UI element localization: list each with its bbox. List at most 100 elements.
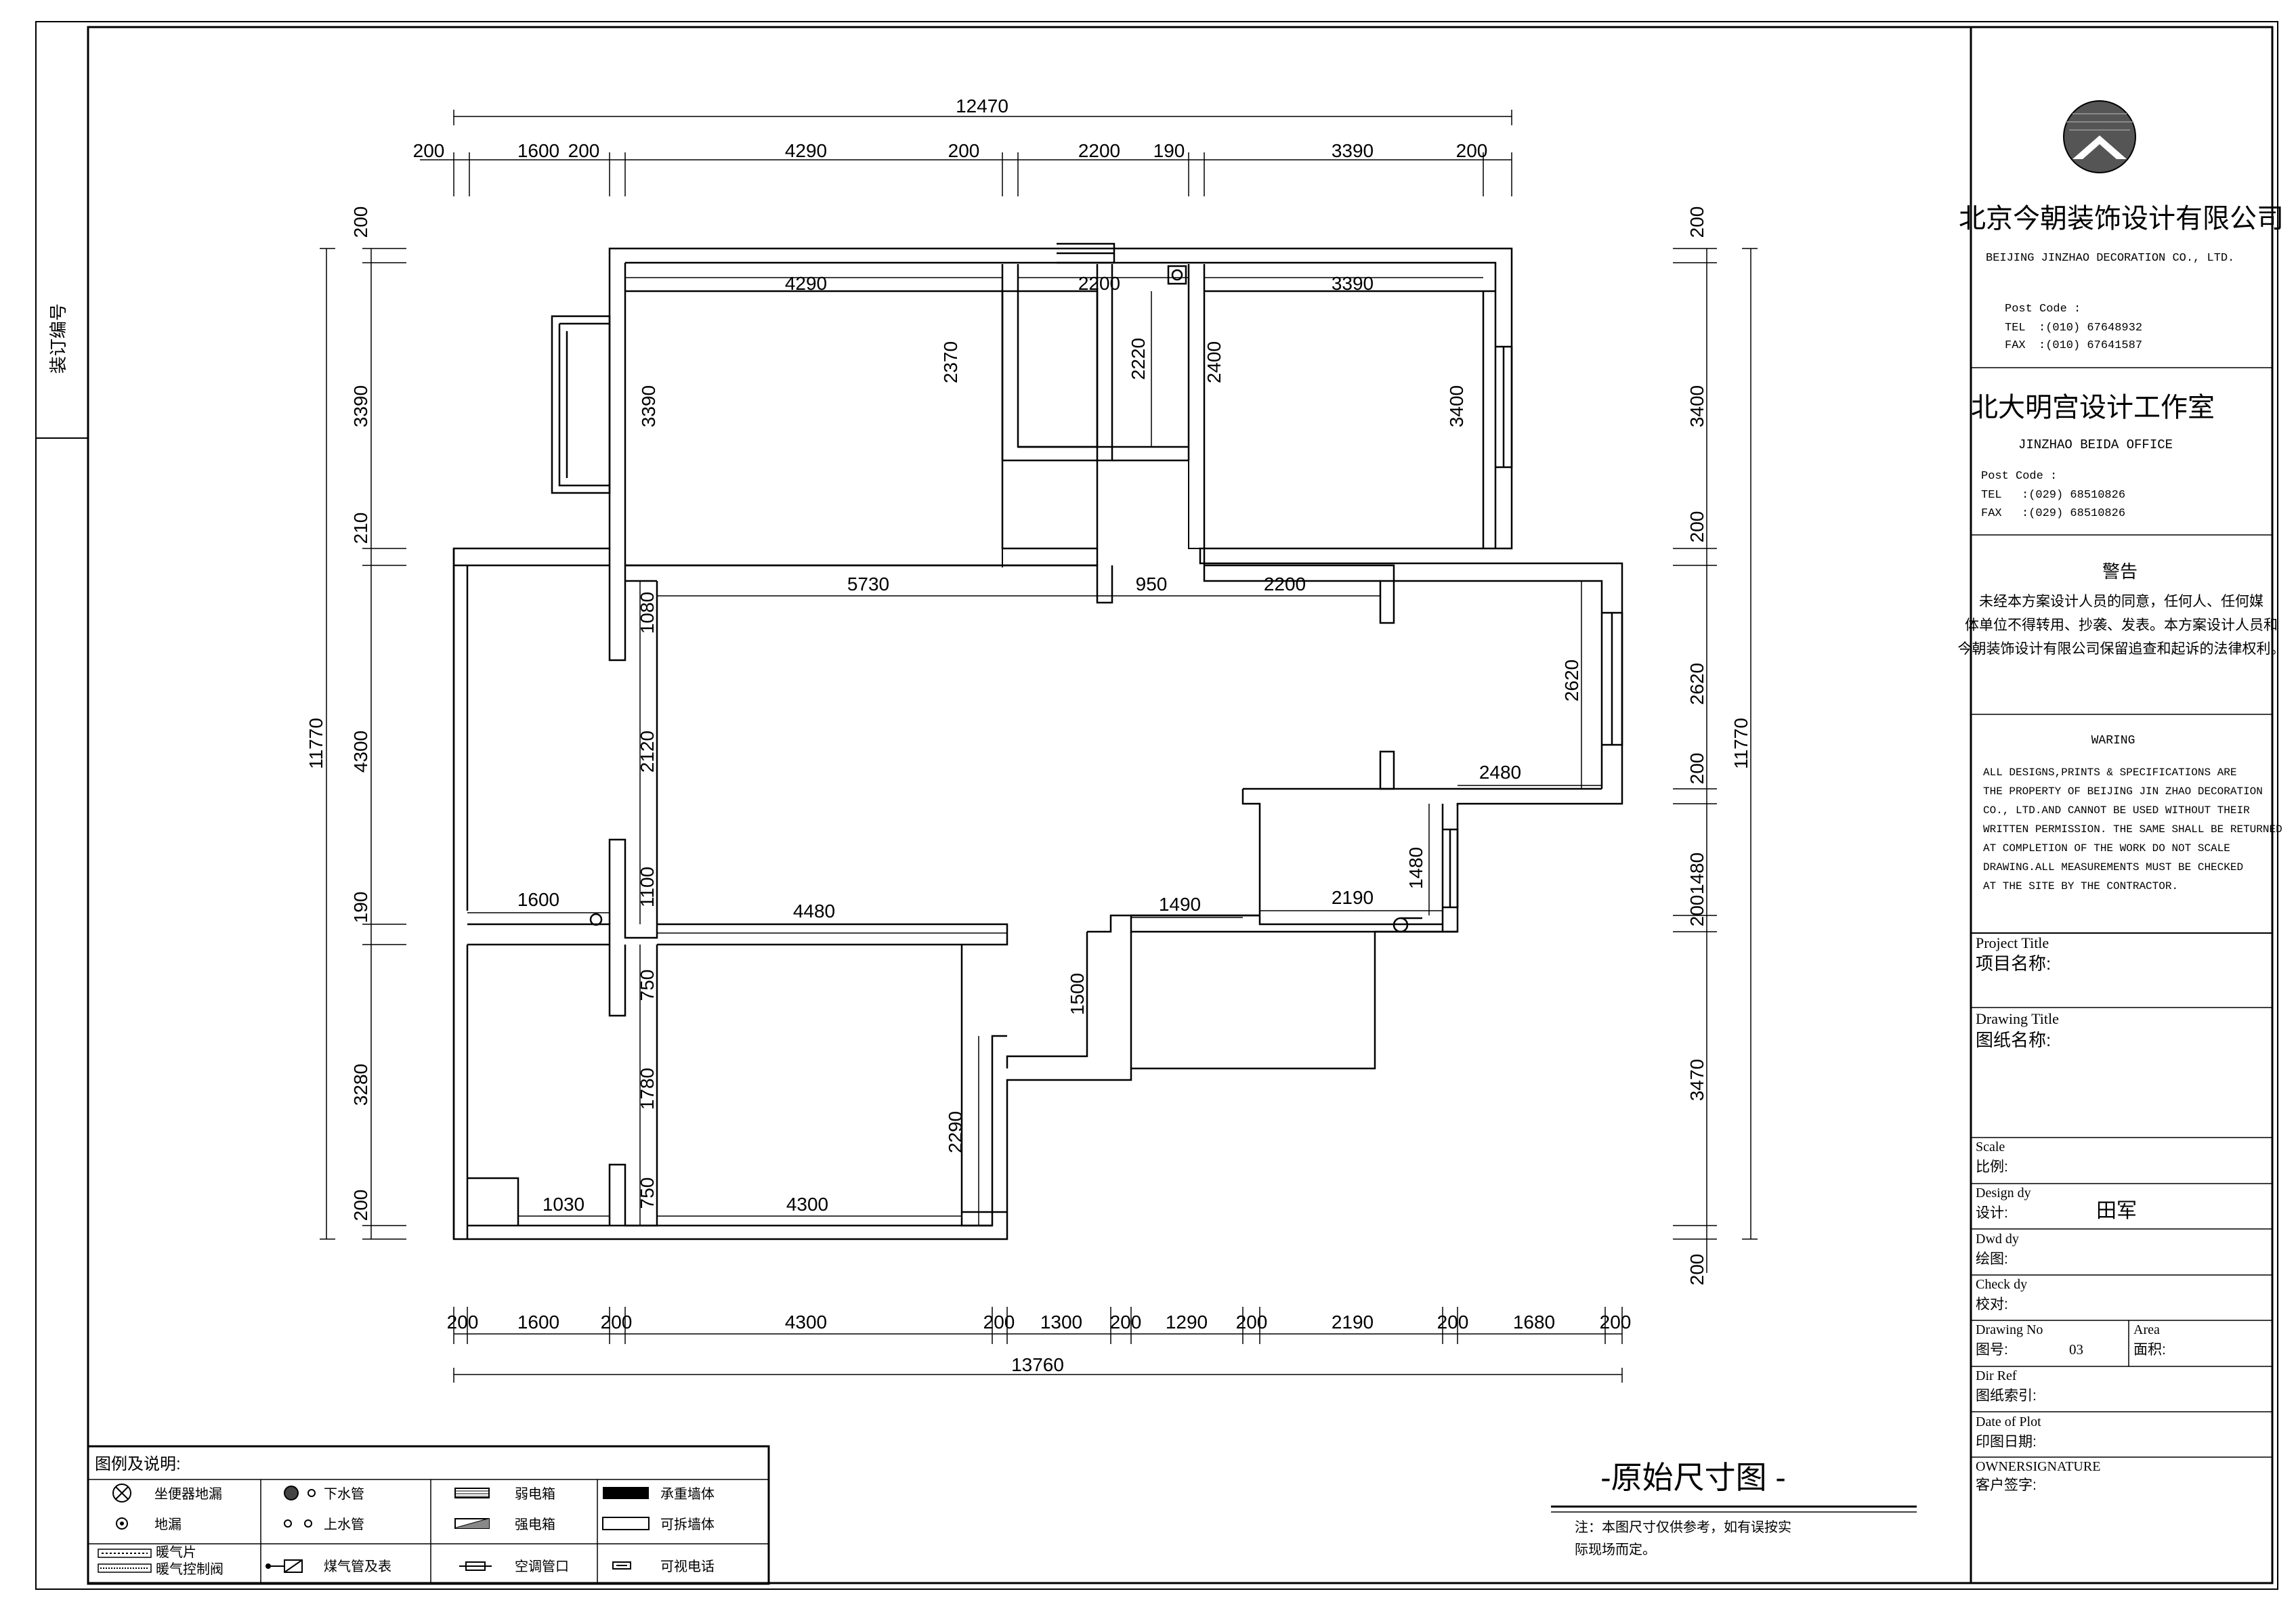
studio-name-cn: 北大明宫设计工作室 <box>1971 393 2215 423</box>
dim-text: 200 <box>350 1190 371 1221</box>
warning-en-line: AT THE SITE BY THE CONTRACTOR. <box>1983 880 2178 892</box>
note-line-1: 注：本图尺寸仅供参考，如有误按实 <box>1575 1519 1791 1535</box>
dim-text: 200 <box>1110 1312 1142 1333</box>
ac-hole-icon <box>459 1561 492 1571</box>
warning-cn-line: 未经本方案设计人员的同意，任何人、任何媒 <box>1979 594 2263 609</box>
dim-text: 1080 <box>637 592 658 634</box>
dir-ref-cn: 图纸索引: <box>1976 1388 2037 1404</box>
radiator-icon <box>98 1549 152 1558</box>
drawing-no-value: 03 <box>2069 1341 2083 1358</box>
legend-label: 煤气管及表 <box>324 1559 391 1574</box>
dim-text: 1100 <box>637 867 658 907</box>
dim-text: 1300 <box>1040 1312 1082 1333</box>
dim-text: 200 <box>1456 140 1488 161</box>
dim-text: 4290 <box>785 273 827 294</box>
warning-en-line: WRITTEN PERMISSION. THE SAME SHALL BE RE… <box>1983 823 2282 836</box>
dim-text: 200 <box>1600 1312 1632 1333</box>
dim-text: 2290 <box>945 1111 966 1153</box>
date-en: Date of Plot <box>1976 1414 2041 1429</box>
dim-text: 750 <box>637 1177 658 1209</box>
floor-plan <box>452 242 1623 1240</box>
company-fax: :(010) 67641587 <box>2039 339 2142 352</box>
legend-label: 暖气片 <box>156 1544 196 1560</box>
drawing-title-cn: 图纸名称: <box>1976 1030 2051 1050</box>
drawn-cn: 绘图: <box>1976 1251 2008 1267</box>
company-tel: :(010) 67648932 <box>2039 322 2142 334</box>
floor-drain-icon <box>116 1517 128 1530</box>
company-name-en: BEIJING JINZHAO DECORATION CO., LTD. <box>1986 252 2234 265</box>
title-block: 北京今朝装饰设计有限公司 BEIJING JINZHAO DECORATION … <box>1958 27 2285 1583</box>
dim-text: 2200 <box>1264 574 1306 594</box>
project-title-cn: 项目名称: <box>1976 953 2051 974</box>
company-logo-icon <box>2063 100 2136 173</box>
dim-text: 1600 <box>517 140 559 161</box>
dim-text: 200 <box>350 207 371 238</box>
drawing-no-en: Drawing No <box>1976 1322 2043 1337</box>
company-name-cn: 北京今朝装饰设计有限公司 <box>1959 204 2284 234</box>
dim-text: 200 <box>1686 207 1707 238</box>
check-en: Check dy <box>1976 1277 2027 1292</box>
dim-text: 1290 <box>1166 1312 1208 1333</box>
dim-text: 3390 <box>350 385 371 427</box>
dim-text: 2480 <box>1479 762 1521 783</box>
dim-text: 200 <box>447 1312 479 1333</box>
studio-fax: :(029) 68510826 <box>2022 507 2125 520</box>
dim-text: 5730 <box>847 574 889 594</box>
warning-en-line: DRAWING.ALL MEASUREMENTS MUST BE CHECKED <box>1983 861 2243 873</box>
dim-text: 190 <box>350 892 371 924</box>
dim-top-total: 12470 <box>956 95 1008 116</box>
dim-text: 2200 <box>1078 140 1120 161</box>
studio-tel-label: TEL <box>1981 489 2002 502</box>
sheet-border <box>35 21 2278 1590</box>
dim-text: 3400 <box>1446 385 1467 427</box>
dimension-texts: 12470 200 1600 200 4290 200 2200 190 339… <box>305 95 1751 1375</box>
warning-en-line: THE PROPERTY OF BEIJING JIN ZHAO DECORAT… <box>1983 785 2263 798</box>
check-cn: 校对: <box>1976 1297 2008 1312</box>
radiator-valve-icon <box>98 1563 152 1573</box>
warning-en-line: AT COMPLETION OF THE WORK DO NOT SCALE <box>1983 842 2230 855</box>
dim-text: 1480 <box>1405 847 1426 889</box>
dim-text: 210 <box>350 513 371 544</box>
dim-text: 1600 <box>517 1312 559 1333</box>
legend-label: 强电箱 <box>515 1517 555 1532</box>
dim-text: 1780 <box>637 1068 658 1110</box>
dim-text: 1030 <box>543 1194 584 1215</box>
dim-text: 200 <box>1437 1312 1469 1333</box>
design-en: Design dy <box>1976 1186 2031 1201</box>
dim-text: 200 <box>601 1312 633 1333</box>
dimension-lines <box>320 110 1758 1383</box>
dim-text: 2620 <box>1561 660 1582 701</box>
dim-text: 200 <box>1236 1312 1268 1333</box>
dim-text: 1680 <box>1513 1312 1555 1333</box>
dim-text: 2620 <box>1686 663 1707 705</box>
dim-text: 3390 <box>1332 140 1374 161</box>
dim-text: 200 <box>948 140 980 161</box>
dim-text: 2190 <box>1332 887 1374 908</box>
company-tel-label: TEL <box>2005 322 2026 334</box>
legend: 图例及说明: 坐便器地漏 下水管 弱电箱 承重墙体 地漏 上水管 强电箱 可拆墙… <box>87 1445 770 1585</box>
warning-cn-line: 体单位不得转用、抄袭、发表。本方案设计人员和 <box>1965 618 2278 633</box>
dim-text: 3280 <box>350 1064 371 1106</box>
company-post-label: Post Code : <box>2005 303 2081 316</box>
dir-ref-en: Dir Ref <box>1976 1368 2017 1383</box>
toilet-drain-icon <box>112 1484 131 1502</box>
dim-bottom-total: 13760 <box>1011 1354 1064 1375</box>
dim-text: 3470 <box>1686 1059 1707 1101</box>
strong-box-icon <box>454 1518 490 1529</box>
studio-fax-label: FAX <box>1981 507 2002 520</box>
dim-text: 200 <box>1686 1254 1707 1286</box>
warning-en-line: CO., LTD.AND CANNOT BE USED WITHOUT THEI… <box>1983 804 2250 817</box>
scale-cn: 比例: <box>1976 1159 2008 1175</box>
dim-text: 950 <box>1136 574 1168 594</box>
dim-text: 200 <box>413 140 445 161</box>
designer-name: 田军 <box>2096 1200 2137 1222</box>
dim-text: 4300 <box>350 731 371 773</box>
legend-label: 上水管 <box>324 1517 364 1532</box>
dim-text: 190 <box>1153 140 1185 161</box>
owner-en: OWNERSIGNATURE <box>1976 1459 2100 1474</box>
frame-border <box>87 26 2274 1584</box>
dim-text: 2190 <box>1332 1312 1374 1333</box>
legend-label: 暖气控制阀 <box>156 1561 224 1577</box>
dim-text: 2370 <box>940 341 961 383</box>
